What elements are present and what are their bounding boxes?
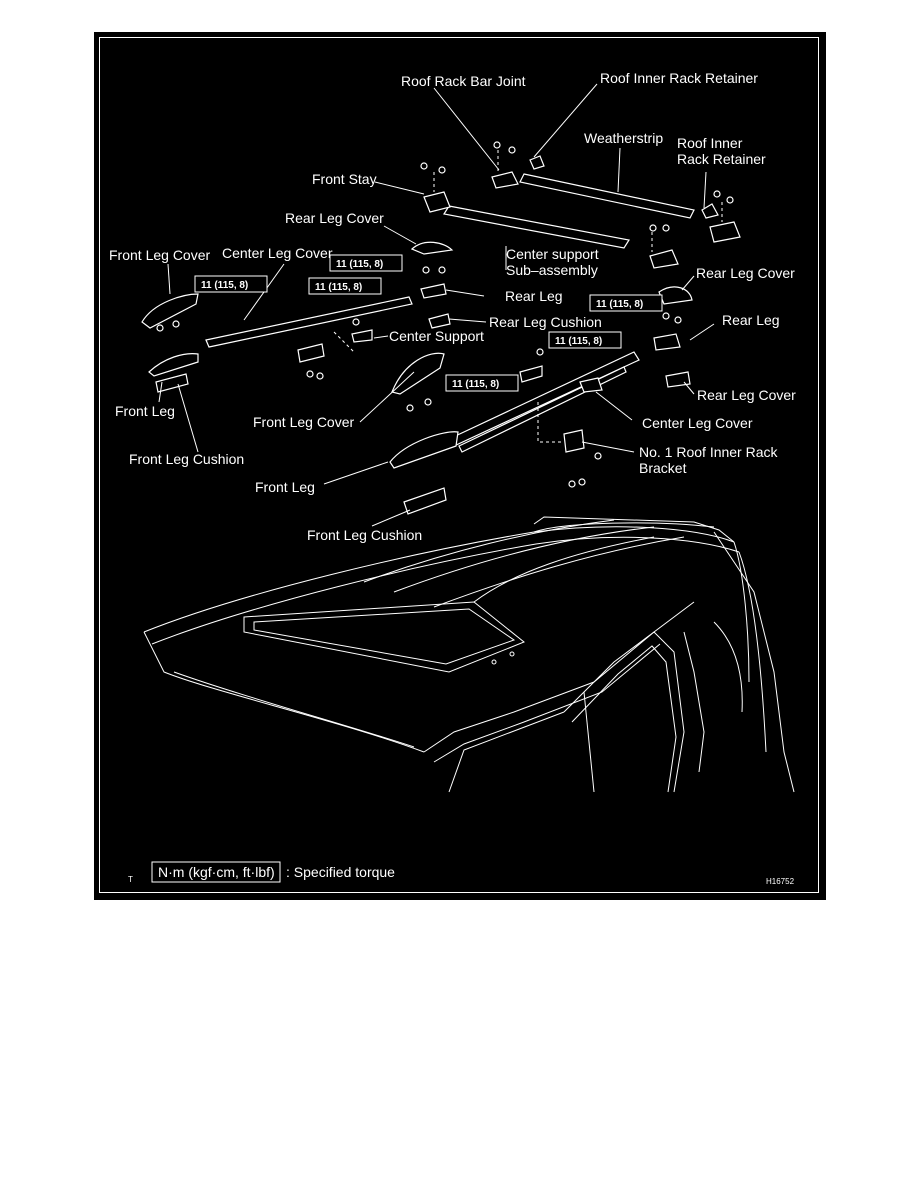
- torque-box: 11 (115, 8): [445, 374, 519, 392]
- legend-unit-box: N·m (kgf·cm, ft·lbf): [158, 864, 275, 880]
- label-rear-leg-right: Rear Leg: [722, 312, 780, 328]
- label-center-support-sub-1: Center support: [506, 246, 599, 262]
- label-front-stay: Front Stay: [312, 171, 377, 187]
- label-no1-bracket-2: Bracket: [639, 460, 687, 476]
- label-roof-rack-bar-joint: Roof Rack Bar Joint: [401, 73, 526, 89]
- diagram-border: [99, 37, 819, 893]
- svg-text:11 (115, 8): 11 (115, 8): [201, 280, 248, 291]
- label-center-leg-cover-left: Center Leg Cover: [222, 245, 333, 261]
- bolts: [156, 141, 734, 488]
- label-rear-leg-left: Rear Leg: [505, 288, 563, 304]
- label-center-support: Center Support: [389, 328, 484, 344]
- label-roof-inner-rack-retainer: Roof Inner Rack Retainer: [600, 70, 758, 86]
- label-rear-leg-cushion: Rear Leg Cushion: [489, 314, 602, 330]
- svg-text:11 (115, 8): 11 (115, 8): [596, 299, 643, 310]
- torque-legend: T N·m (kgf·cm, ft·lbf) : Specified torqu…: [128, 861, 795, 886]
- label-roof-inner-rack-retainer-right-2: Rack Retainer: [677, 151, 766, 167]
- legend-description: : Specified torque: [286, 864, 395, 880]
- leader-lines: [158, 83, 715, 527]
- svg-text:11 (115, 8): 11 (115, 8): [315, 282, 362, 293]
- label-front-leg-cushion-center: Front Leg Cushion: [307, 527, 422, 543]
- label-front-leg-left: Front Leg: [115, 403, 175, 419]
- label-center-leg-cover-right: Center Leg Cover: [642, 415, 753, 431]
- label-rear-leg-cover-right-top: Rear Leg Cover: [696, 265, 795, 281]
- label-rear-leg-cover-right-bottom: Rear Leg Cover: [697, 387, 796, 403]
- svg-text:11 (115, 8): 11 (115, 8): [555, 336, 602, 347]
- label-front-leg-cover-left: Front Leg Cover: [109, 247, 210, 263]
- label-front-leg-cushion-left: Front Leg Cushion: [129, 451, 244, 467]
- svg-text:11 (115, 8): 11 (115, 8): [336, 259, 383, 270]
- torque-specs: 11 (115, 8) 11 (115, 8) 11 (115, 8) 11 (…: [194, 254, 663, 392]
- label-rear-leg-cover-top: Rear Leg Cover: [285, 210, 384, 226]
- label-front-leg-cover-center: Front Leg Cover: [253, 414, 354, 430]
- vehicle-body-drawing: [143, 516, 795, 793]
- torque-box: 11 (115, 8): [548, 331, 622, 349]
- label-roof-inner-rack-retainer-right-1: Roof Inner: [677, 135, 743, 151]
- part-labels: Roof Rack Bar Joint Roof Inner Rack Reta…: [109, 70, 796, 543]
- torque-box: 11 (115, 8): [589, 294, 663, 312]
- torque-box: 11 (115, 8): [194, 275, 268, 293]
- legend-prefix: T: [128, 875, 133, 884]
- svg-text:11 (115, 8): 11 (115, 8): [452, 379, 499, 390]
- figure-id: H16752: [766, 877, 795, 886]
- label-center-support-sub-2: Sub–assembly: [506, 262, 598, 278]
- label-no1-bracket-1: No. 1 Roof Inner Rack: [639, 444, 779, 460]
- roof-rails: [205, 173, 695, 453]
- label-weatherstrip: Weatherstrip: [584, 130, 663, 146]
- exploded-view-diagram: Roof Rack Bar Joint Roof Inner Rack Reta…: [109, 70, 796, 886]
- hardware-parts: [141, 150, 741, 515]
- torque-box: 11 (115, 8): [308, 277, 382, 295]
- diagram-figure: Roof Rack Bar Joint Roof Inner Rack Reta…: [94, 32, 826, 900]
- torque-box: 11 (115, 8): [329, 254, 403, 272]
- label-front-leg-center: Front Leg: [255, 479, 315, 495]
